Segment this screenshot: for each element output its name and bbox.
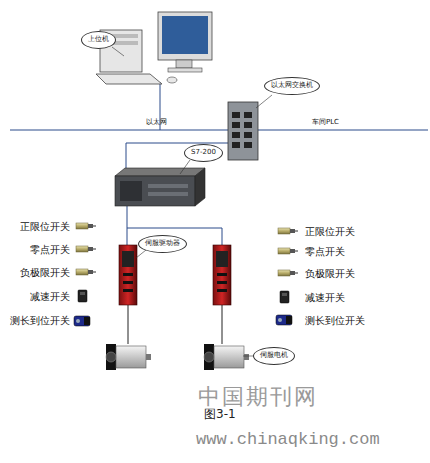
computer-icon (96, 12, 212, 84)
callout-bubble: 伺服电机 (253, 347, 295, 365)
network-label: 以太网 (146, 119, 167, 127)
switch-label: 负极限开关 (305, 268, 355, 279)
callout-bubble: S7-200 (184, 144, 223, 162)
network-line (10, 130, 428, 131)
servo-motor (106, 344, 151, 370)
figure-caption: 图3-1 (204, 408, 236, 421)
callout-text: 上位机 (88, 36, 109, 44)
limit-switch-icon (76, 246, 96, 252)
servo-drive (119, 245, 137, 305)
switch-label: 测长到位开关 (10, 315, 70, 326)
callout-bubble: 以太网交换机 (264, 77, 320, 95)
length-switch-icon (276, 315, 292, 325)
servo-motor (204, 344, 249, 370)
decel-switch-icon (78, 290, 87, 302)
watermark: www.chinaqking.com (196, 431, 380, 450)
callout-text: S7-200 (191, 149, 216, 157)
switch-label: 减速开关 (30, 291, 70, 302)
decel-switch-icon (280, 291, 289, 303)
callout-bubble: 上位机 (81, 31, 116, 49)
switch-label: 零点开关 (30, 244, 70, 255)
leader-line (136, 250, 146, 258)
plc-unit (115, 168, 205, 206)
servo-drive (213, 245, 231, 305)
limit-switch-icon (278, 228, 298, 234)
switch-label: 减速开关 (305, 292, 345, 303)
watermark: 中国期刊网 (198, 385, 318, 409)
limit-switch-icon (76, 223, 96, 229)
plc-wire (126, 143, 228, 170)
network-label: 车间PLC (312, 119, 339, 127)
motor-wire (222, 305, 223, 344)
callout-text: 伺服驱动器 (145, 240, 180, 248)
callout-text: 伺服电机 (260, 352, 288, 360)
switch-label: 正限位开关 (305, 226, 355, 237)
leader-line (112, 47, 124, 56)
drive-wire (127, 206, 128, 245)
leader-line (256, 95, 272, 108)
length-switch-icon (74, 316, 90, 326)
limit-switch-icon (76, 269, 96, 275)
motor-wire (128, 305, 129, 344)
switch-label: 零点开关 (305, 246, 345, 257)
callout-text: 以太网交换机 (271, 82, 313, 90)
switch-label: 测长到位开关 (305, 315, 365, 326)
leader-line (180, 160, 190, 174)
callout-bubble: 伺服驱动器 (138, 235, 187, 253)
switch-label: 正限位开关 (20, 221, 70, 232)
switch-label: 负极限开关 (20, 267, 70, 278)
limit-switch-icon (278, 248, 298, 254)
limit-switch-icon (278, 270, 298, 276)
ethernet-switch (228, 102, 258, 160)
